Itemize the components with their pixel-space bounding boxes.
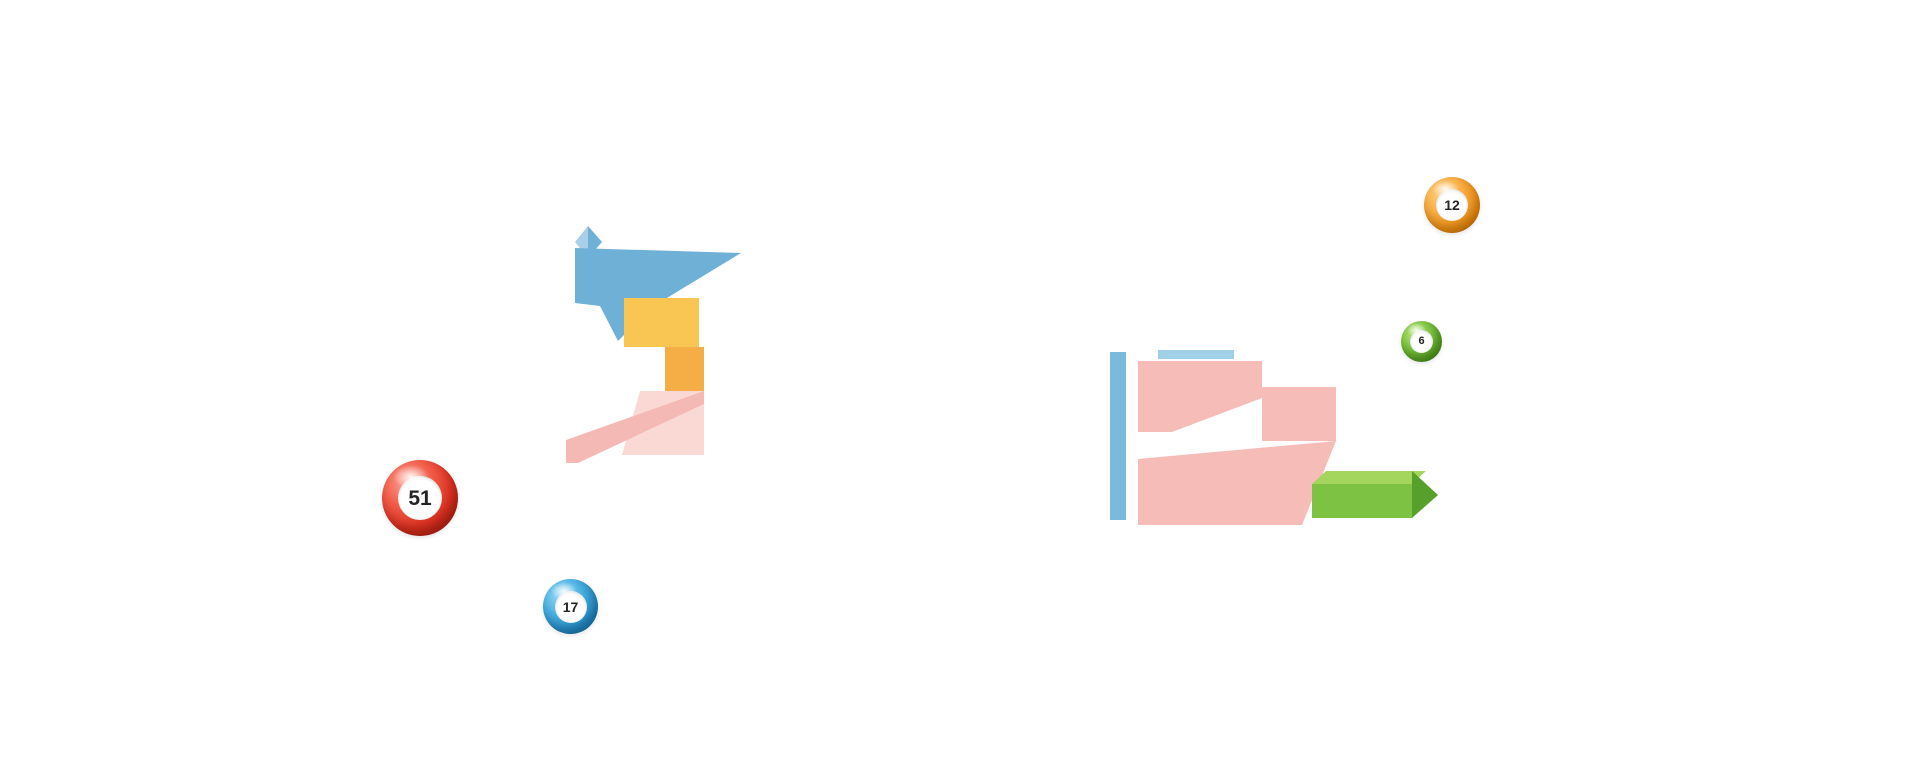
bingo-ball-6: 6 [1401,321,1442,362]
illustration-right [1110,350,1438,525]
white-notch-shape [1172,398,1262,432]
blue-horizontal-strip-shape [1158,350,1234,359]
pink-ribbon-shape [566,391,704,463]
green-bar-front-face-shape [1312,484,1412,518]
pink-right-chunk-shape [1262,387,1336,441]
bingo-ball-6-number: 6 [1418,335,1425,347]
illustration-left [566,226,741,463]
bingo-ball-17-number: 17 [562,598,579,615]
bingo-ball-12: 12 [1424,177,1480,233]
green-bar-top-face-shape [1312,471,1426,484]
bingo-ball-51-face: 51 [398,476,442,520]
blue-flag-shape [575,248,741,341]
orange-block-shape [665,347,704,391]
pink-bottom-block-shape [1138,441,1336,525]
bingo-ball-17: 17 [543,579,598,634]
small-kite-light-shape [575,226,588,258]
green-arrow-dart-shape [1412,471,1438,518]
bingo-ball-12-face: 12 [1436,189,1468,221]
bingo-ball-51: 51 [382,460,458,536]
light-pink-block-shape [622,391,704,455]
bingo-ball-17-face: 17 [554,590,587,623]
bingo-ball-6-face: 6 [1410,330,1433,353]
pink-top-block-shape [1138,361,1262,432]
bingo-ball-51-number: 51 [408,486,432,510]
yellow-block-shape [624,298,699,347]
bingo-ball-12-number: 12 [1444,197,1460,213]
blue-vertical-bar-shape [1110,352,1126,520]
small-kite-dark-shape [588,226,602,258]
